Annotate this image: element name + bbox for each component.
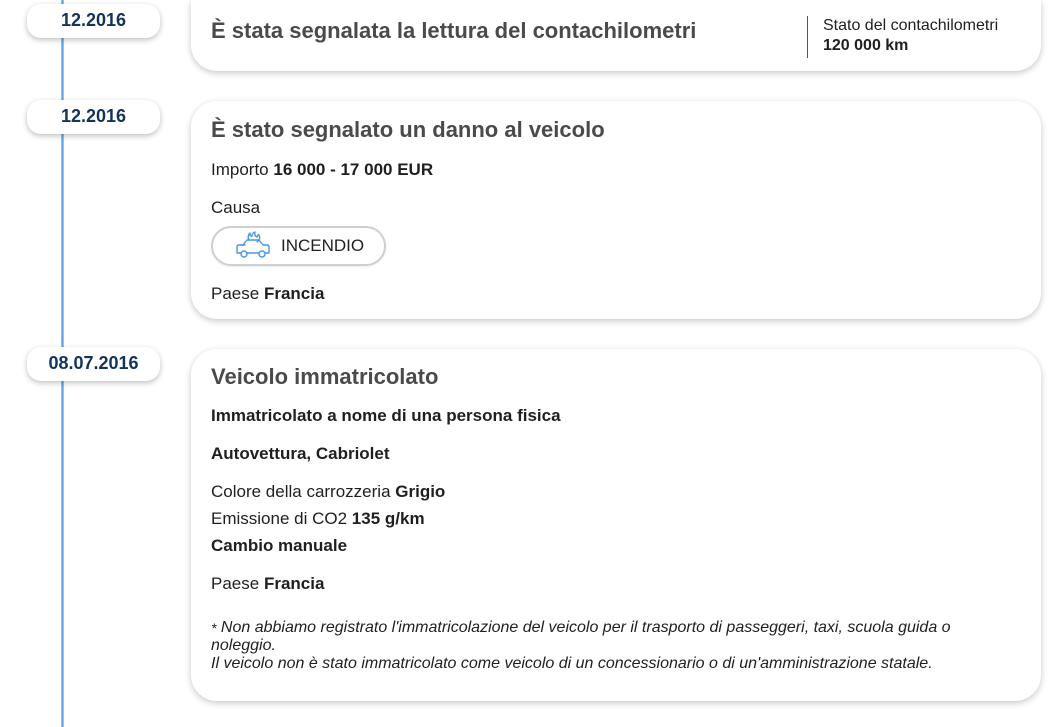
registration-country-row: Paese Francia: [211, 574, 324, 594]
event-title: Veicolo immatricolato: [211, 364, 439, 389]
cause-value: INCENDIO: [281, 236, 365, 255]
co2-value: 135 g/km: [351, 509, 425, 528]
event-card-registration: Veicolo immatricolato Immatricolato a no…: [191, 349, 1041, 701]
note-line-3: Il veicolo non è stato immatricolato com…: [211, 655, 933, 672]
odometer-value: 120 000 km: [823, 37, 909, 54]
co2-row: Emissione di CO2 135 g/km: [211, 509, 425, 529]
odometer-label: Stato del contachilometri: [823, 17, 999, 34]
gearbox: Cambio manuale: [211, 536, 348, 555]
note-line-1: * Non abbiamo registrato l'immatricolazi…: [211, 619, 951, 636]
event-date-badge: 12.2016: [27, 100, 160, 134]
country-value: Francia: [263, 284, 325, 303]
damage-amount-row: Importo 16 000 - 17 000 EUR: [211, 160, 433, 180]
cause-chip: INCENDIO: [211, 226, 386, 266]
country-value: Francia: [263, 574, 325, 593]
event-card-damage: È stato segnalato un danno al veicolo Im…: [191, 101, 1041, 319]
event-title: È stata segnalata la lettura del contach…: [211, 18, 697, 43]
registration-note: * Non abbiamo registrato l'immatricolazi…: [211, 619, 1021, 673]
amount-label: Importo: [211, 160, 269, 179]
country-label: Paese: [211, 284, 260, 303]
country-label: Paese: [211, 574, 260, 593]
event-date-badge: 12.2016: [27, 4, 160, 38]
color-label: Colore della carrozzeria: [211, 482, 391, 501]
car-fire-icon: [236, 231, 270, 258]
vehicle-type: Autovettura, Cabriolet: [211, 444, 390, 463]
odometer-block: Stato del contachilometri 120 000 km: [807, 16, 998, 58]
event-date-badge: 08.07.2016: [27, 347, 160, 381]
body-color-row: Colore della carrozzeria Grigio: [211, 482, 445, 502]
damage-country-row: Paese Francia: [211, 284, 324, 304]
amount-value: 16 000 - 17 000 EUR: [273, 160, 434, 179]
owner-type: Immatricolato a nome di una persona fisi…: [211, 406, 561, 425]
note-asterisk: *: [211, 620, 217, 636]
note-line-2: noleggio.: [211, 637, 276, 654]
cause-label: Causa: [211, 198, 261, 217]
event-card-odometer: È stata segnalata la lettura del contach…: [191, 0, 1041, 71]
event-title: È stato segnalato un danno al veicolo: [211, 117, 605, 142]
co2-label: Emissione di CO2: [211, 509, 348, 528]
color-value: Grigio: [395, 482, 446, 501]
